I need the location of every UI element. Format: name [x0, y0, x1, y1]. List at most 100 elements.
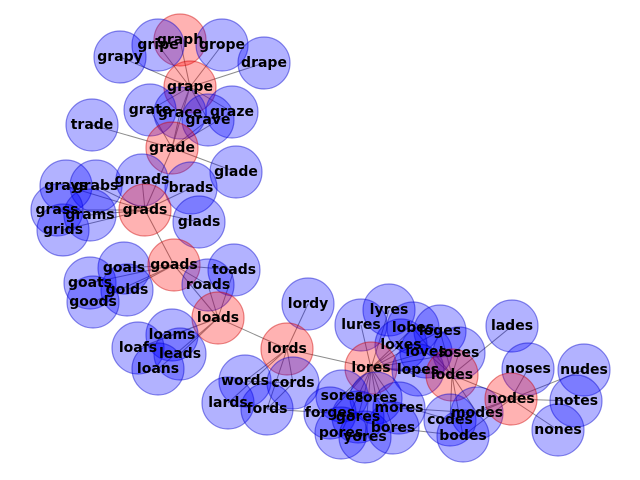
node-label-grape: grape	[167, 79, 213, 95]
edge-nudes-nodes	[510, 369, 585, 400]
edge-codes-nodes	[449, 398, 512, 421]
node-grams	[63, 188, 117, 242]
edge-loxes-lores	[370, 344, 402, 369]
node-sores	[315, 369, 369, 423]
node-codes	[423, 393, 477, 447]
node-label-lores: lores	[351, 360, 390, 376]
node-label-lordy: lordy	[288, 296, 328, 312]
node-label-lyres: lyres	[370, 302, 409, 318]
edge-grape-grave	[189, 86, 209, 121]
node-label-nodes: nodes	[487, 391, 534, 407]
edge-lyres-lores	[370, 309, 390, 369]
node-label-notes: notes	[554, 393, 598, 409]
node-grope	[195, 18, 249, 72]
node-label-grade: grade	[149, 140, 195, 156]
node-label-gnrads: gnrads	[115, 172, 170, 188]
edge-mores-lores	[370, 367, 400, 409]
node-lordy	[281, 277, 335, 331]
edge-cords-fords	[266, 382, 294, 410]
node-label-grass: grass	[35, 202, 78, 218]
edge-toads-loads	[217, 269, 235, 319]
node-label-golds: golds	[106, 282, 149, 298]
node-label-grabs: grabs	[74, 178, 119, 194]
node-grabs	[69, 159, 123, 213]
node-label-goals: goals	[103, 260, 145, 276]
edge-roads-loads	[207, 284, 219, 319]
node-lards	[201, 376, 255, 430]
node-nodes	[484, 372, 538, 426]
edge-lures-lores	[360, 324, 372, 369]
edge-grape-grate	[149, 86, 191, 111]
node-label-lords: lords	[267, 341, 307, 357]
edge-bores-lores	[370, 367, 394, 429]
node-label-lards: lards	[208, 395, 248, 411]
edge-trade-grade	[91, 124, 173, 149]
edge-bodes-nodes	[462, 398, 512, 437]
edge-loses-lores	[370, 352, 460, 369]
node-label-goads: goads	[150, 257, 197, 273]
edge-fords-lords	[266, 348, 288, 410]
node-label-gores: gores	[336, 409, 380, 425]
edge-grope-grape	[189, 44, 223, 88]
edge-modes-lodes	[451, 374, 478, 414]
node-loxes	[374, 318, 428, 372]
edge-pores-lores	[340, 367, 372, 434]
node-label-grope: grope	[199, 37, 245, 53]
node-label-grate: grate	[129, 102, 172, 118]
node-label-mores: mores	[375, 400, 424, 416]
edge-loans-loads	[157, 317, 219, 370]
node-label-lodes: lodes	[431, 367, 473, 383]
node-mores	[372, 381, 426, 435]
node-grids	[36, 203, 90, 257]
node-label-loams: loams	[149, 327, 196, 343]
edge-grade-grads	[144, 147, 173, 211]
edge-lores-lodes	[370, 367, 453, 376]
node-modes	[450, 386, 504, 440]
node-label-nones: nones	[534, 422, 581, 438]
node-label-roads: roads	[186, 277, 230, 293]
edge-grays-grads	[65, 185, 146, 211]
node-roads	[181, 258, 235, 312]
node-lades	[485, 299, 539, 353]
node-label-noses: noses	[505, 361, 551, 377]
node-label-bodes: bodes	[439, 428, 487, 444]
node-label-cores: cores	[355, 390, 398, 406]
edge-glads-grads	[144, 209, 200, 223]
node-trade	[65, 98, 119, 152]
edge-cords-lords	[286, 348, 294, 384]
node-label-loges: loges	[419, 323, 461, 339]
node-label-glads: glads	[178, 214, 221, 230]
node-label-codes: codes	[427, 412, 473, 428]
node-glads	[172, 195, 226, 249]
node-loges	[413, 304, 467, 358]
node-label-pores: pores	[319, 425, 363, 441]
node-label-drape: drape	[241, 55, 287, 71]
node-loams	[145, 308, 199, 362]
node-label-cords: cords	[271, 375, 314, 391]
edge-notes-nodes	[510, 398, 577, 402]
node-label-leads: leads	[159, 346, 201, 362]
node-label-loads: loads	[197, 310, 239, 326]
edge-lobes-lodes	[412, 327, 453, 376]
node-pores	[314, 406, 368, 460]
edge-glade-grade	[171, 147, 237, 173]
node-loans	[131, 342, 185, 396]
node-forges	[303, 386, 357, 440]
edge-loges-lodes	[439, 330, 453, 376]
node-grade	[145, 121, 199, 175]
edge-grids-grads	[62, 209, 146, 231]
node-lobes	[386, 301, 440, 355]
edge-gnrads-grads	[141, 179, 146, 211]
edge-grape-graze	[189, 86, 233, 113]
edge-forges-lores	[329, 367, 372, 414]
node-label-gripe: gripe	[137, 37, 178, 53]
node-label-goats: goats	[68, 275, 112, 291]
edge-bores-bodes	[392, 427, 464, 437]
edge-grabs-grads	[95, 185, 146, 211]
edge-graph-grape	[179, 39, 191, 88]
node-goods	[66, 275, 120, 329]
edge-lobes-lores	[370, 327, 414, 369]
edge-fords-forges	[266, 408, 331, 414]
node-label-sores: sores	[321, 388, 364, 404]
node-toads	[207, 243, 261, 297]
